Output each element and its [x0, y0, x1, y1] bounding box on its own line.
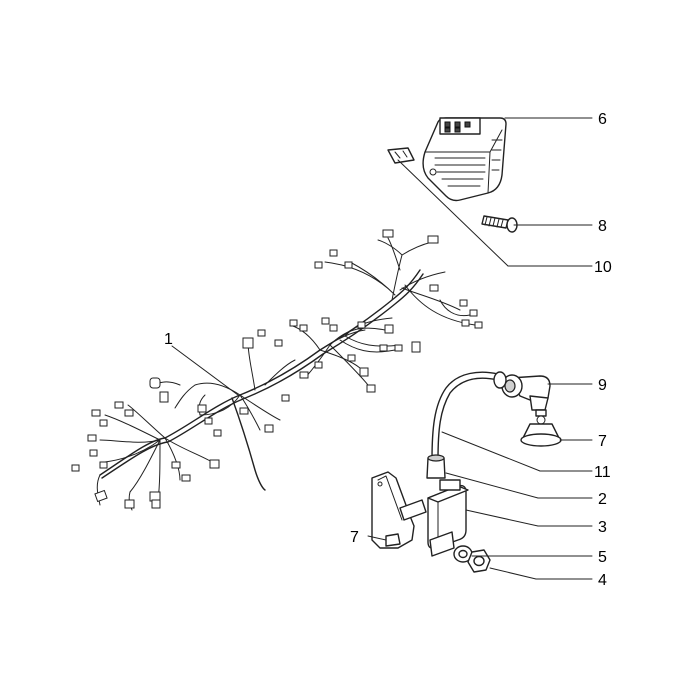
callout-9: 9	[598, 377, 607, 394]
spark-plug-cap	[501, 374, 551, 411]
clip-bracket	[387, 147, 415, 164]
callout-8: 8	[598, 218, 607, 235]
callout-5: 5	[598, 549, 607, 566]
callout-7-bracket: 7	[350, 529, 359, 546]
screw	[481, 215, 518, 233]
callout-6: 6	[598, 111, 607, 128]
ignition-coil	[426, 454, 469, 557]
callout-7-seal: 7	[598, 433, 607, 450]
callout-2: 2	[598, 491, 607, 508]
callout-4: 4	[598, 572, 607, 589]
callout-10: 10	[594, 259, 612, 276]
washer	[453, 545, 473, 563]
cdi-control-unit	[422, 117, 507, 202]
callout-3: 3	[598, 519, 607, 536]
callout-labels: 1 2 3 4 5 6 7 7 8 9 10 11	[164, 111, 612, 589]
mounting-bracket	[371, 471, 427, 549]
nut	[467, 549, 491, 573]
harness-connectors	[71, 229, 483, 509]
rubber-seal	[520, 409, 562, 447]
leader-lines	[171, 117, 593, 580]
wiring-harness	[71, 229, 483, 511]
callout-1: 1	[164, 331, 173, 348]
ht-lead	[431, 371, 507, 461]
callout-11: 11	[594, 464, 611, 481]
